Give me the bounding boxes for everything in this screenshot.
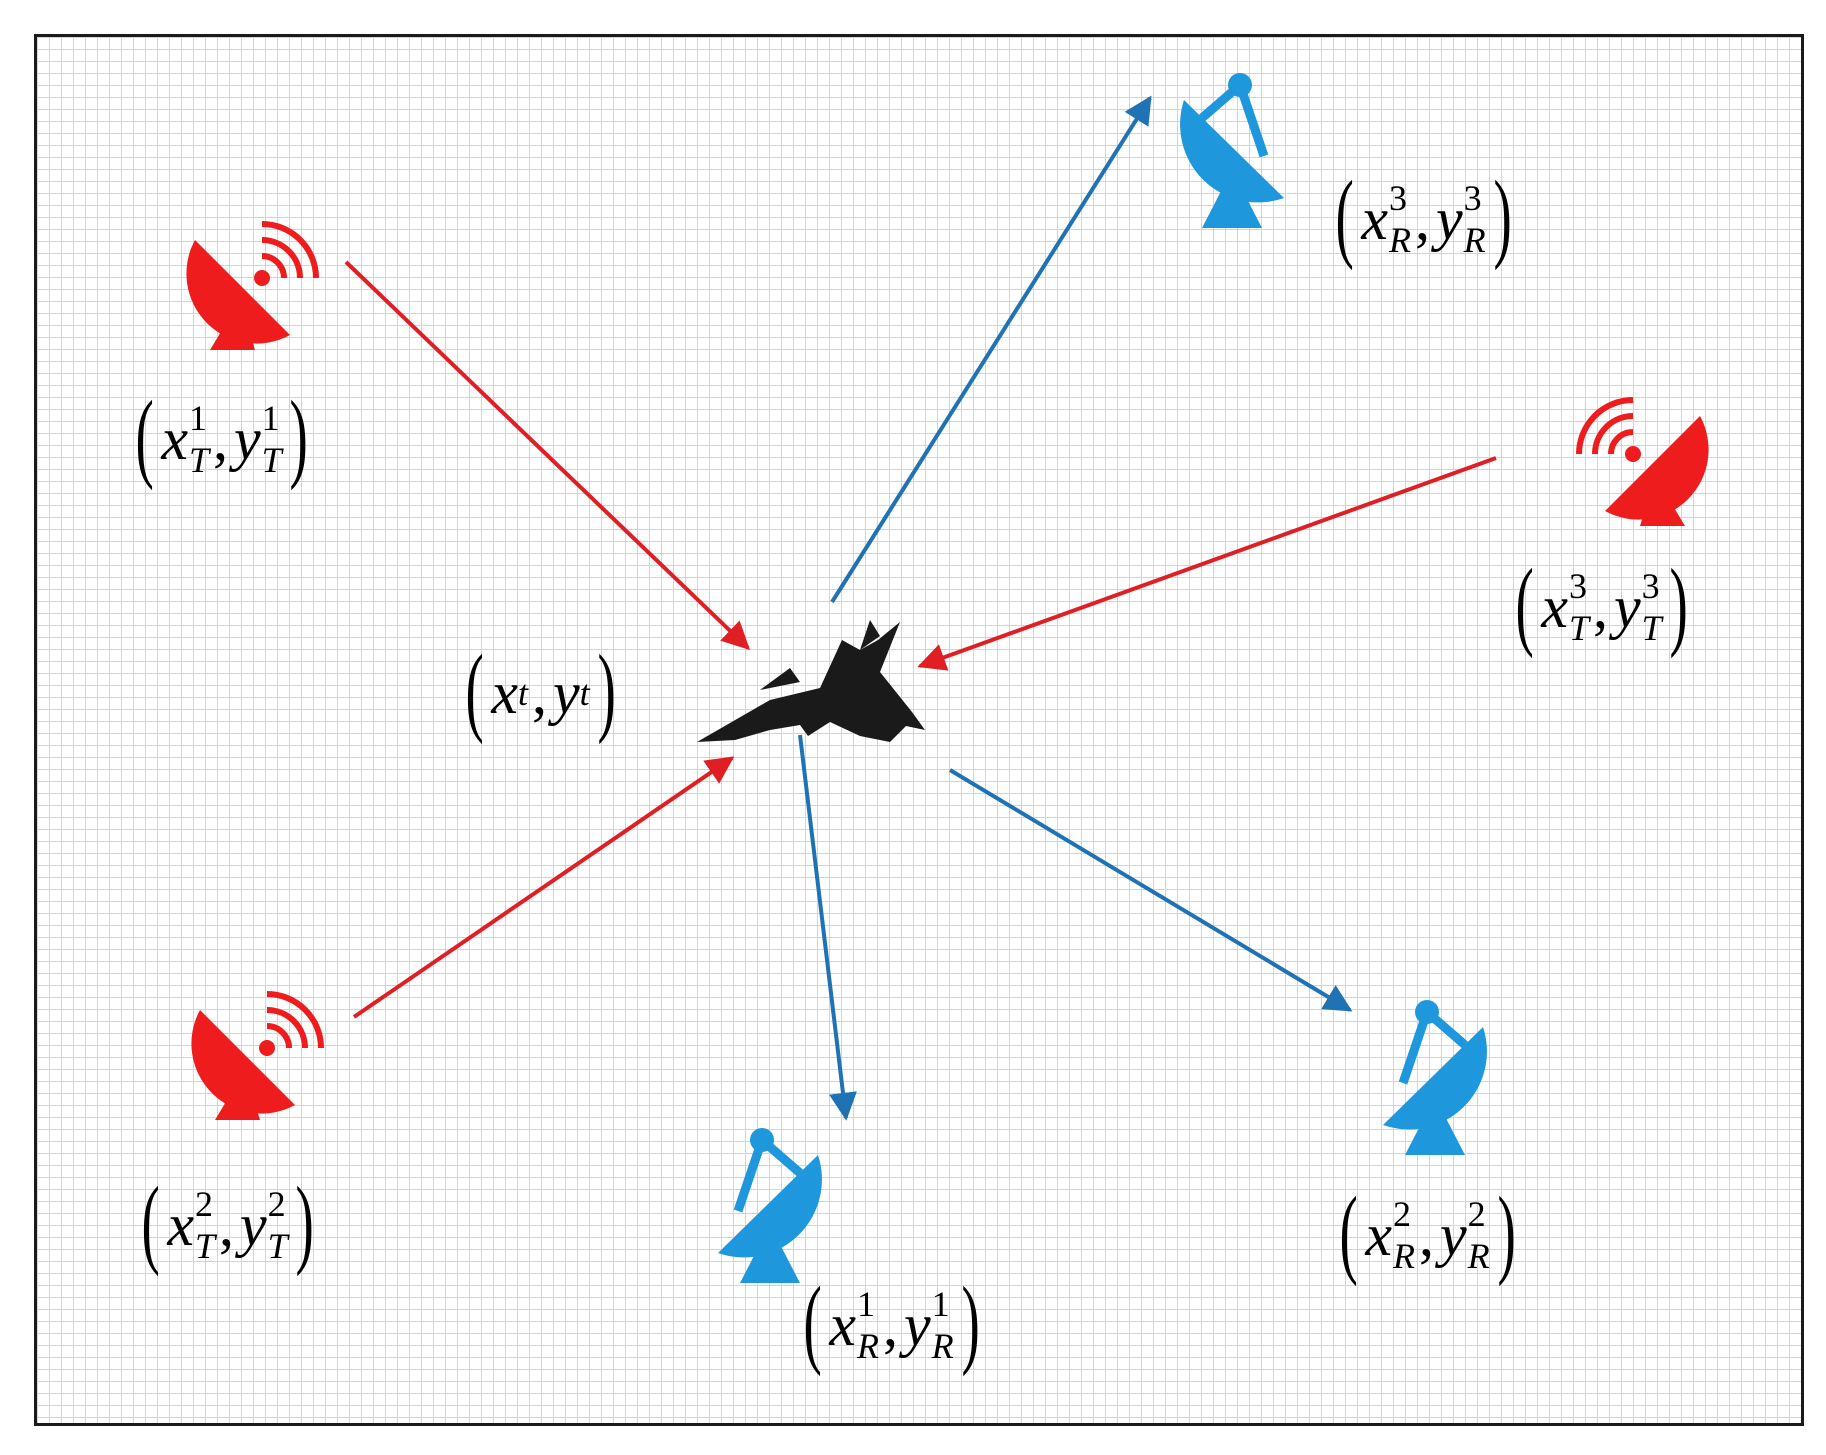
receiver-3-satellite-dish-receiver-icon bbox=[1180, 73, 1284, 228]
target-to-rx1-arrow bbox=[798, 734, 857, 1121]
tx2-to-target-arrow bbox=[352, 756, 735, 1019]
receiver-2-satellite-dish-receiver-icon bbox=[1383, 1000, 1487, 1155]
target-to-rx3-arrow bbox=[830, 95, 1152, 604]
target-fighter-jet-icon bbox=[697, 620, 925, 742]
tx3-to-target-arrow bbox=[917, 456, 1497, 671]
tx1-to-target-arrow bbox=[344, 260, 751, 650]
target-to-rx2-arrow bbox=[948, 768, 1353, 1012]
transmitter-1-radar-transmitter-icon bbox=[186, 224, 316, 350]
transmitter-2-radar-transmitter-icon bbox=[191, 994, 321, 1120]
receiver-1-satellite-dish-receiver-icon bbox=[718, 1128, 822, 1283]
grid-canvas bbox=[34, 34, 1804, 1426]
transmitter-3-radar-transmitter-icon bbox=[1579, 400, 1709, 526]
